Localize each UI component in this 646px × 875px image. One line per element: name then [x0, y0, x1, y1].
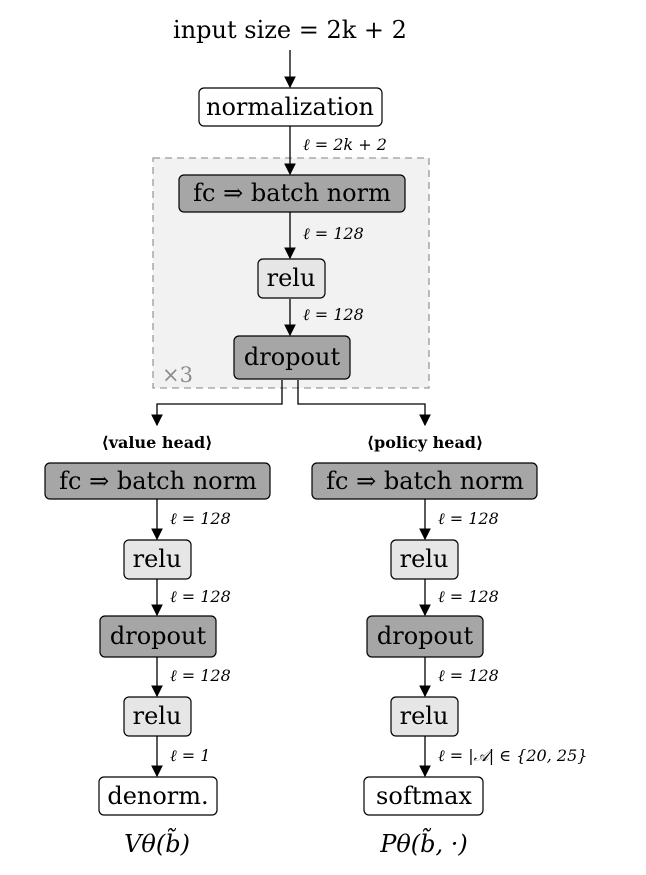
edge-label-128: ℓ = 128	[170, 587, 231, 606]
softmax-label: softmax	[376, 782, 472, 810]
dropout-label: dropout	[110, 622, 207, 650]
edge-label-128: ℓ = 128	[303, 305, 364, 324]
relu-label: relu	[267, 264, 316, 292]
fc-batch-norm-label: fc ⇒ batch norm	[193, 179, 391, 207]
normalization-node: normalization	[198, 87, 383, 127]
policy-fc-batch-norm-node: fc ⇒ batch norm	[311, 462, 538, 500]
trunk-dropout-node: dropout	[233, 335, 351, 380]
edge-label-128: ℓ = 128	[303, 224, 364, 243]
edge-label-1: ℓ = 1	[170, 746, 210, 765]
edge-label-128: ℓ = 128	[170, 666, 231, 685]
denorm-node: denorm.	[98, 776, 218, 816]
repeat-count-label: ×3	[162, 363, 193, 387]
policy-output-label: Pθ(b̃, ·)	[379, 827, 468, 858]
relu-label: relu	[133, 702, 182, 730]
trunk-fc-batch-norm-node: fc ⇒ batch norm	[178, 174, 406, 213]
input-size-label: input size = 2k + 2	[173, 16, 407, 44]
edge-label-128: ℓ = 128	[438, 666, 499, 685]
edge-dropout-to-value-head	[151, 380, 283, 427]
relu-label: relu	[400, 702, 449, 730]
denorm-label: denorm.	[107, 782, 208, 810]
edge-label-128: ℓ = 128	[170, 509, 231, 528]
normalization-label: normalization	[206, 93, 374, 121]
softmax-node: softmax	[363, 776, 484, 816]
trunk-relu-node: relu	[257, 258, 326, 299]
policy-relu-2-node: relu	[390, 696, 459, 737]
value-output-label: Vθ(b̃)	[124, 827, 190, 858]
fc-batch-norm-label: fc ⇒ batch norm	[326, 467, 524, 495]
dropout-label: dropout	[244, 343, 341, 371]
edge-dropout-to-policy-head	[297, 380, 431, 427]
relu-label: relu	[400, 545, 449, 573]
value-relu-node: relu	[123, 539, 192, 580]
value-fc-batch-norm-node: fc ⇒ batch norm	[44, 462, 271, 500]
value-head-label: ⟨value head⟩	[101, 433, 212, 452]
edge-label-128: ℓ = 128	[438, 587, 499, 606]
value-dropout-node: dropout	[99, 615, 217, 658]
edge-label-input-size: ℓ = 2k + 2	[303, 135, 387, 154]
relu-label: relu	[133, 545, 182, 573]
fc-batch-norm-label: fc ⇒ batch norm	[59, 467, 257, 495]
edge-label-128: ℓ = 128	[438, 509, 499, 528]
edge-label-actions: ℓ = |𝒜| ∈ {20, 25}	[438, 746, 587, 765]
dropout-label: dropout	[377, 622, 474, 650]
policy-head-label: ⟨policy head⟩	[367, 433, 484, 452]
policy-dropout-node: dropout	[366, 615, 484, 658]
value-relu-2-node: relu	[123, 696, 192, 737]
policy-relu-node: relu	[390, 539, 459, 580]
